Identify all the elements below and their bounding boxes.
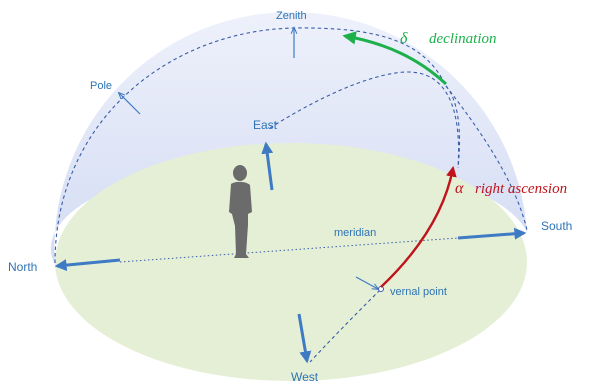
- vernal-point-marker: [378, 286, 384, 292]
- dome-right-edge: [445, 85, 528, 231]
- hour-circle-arc: [445, 85, 460, 169]
- sky-dome: [50, 12, 528, 265]
- north-label: North: [8, 260, 37, 274]
- pole-label: Pole: [90, 80, 112, 92]
- west-arrow: [297, 313, 312, 364]
- declination-symbol: δ: [400, 30, 408, 47]
- right-ascension-label: right ascension: [475, 181, 567, 197]
- observer-figure: [229, 165, 252, 258]
- meridian-arc: [54, 27, 447, 264]
- vernal-point-label: vernal point: [390, 286, 447, 298]
- north-arrow: [54, 258, 121, 272]
- right-ascension-arc: [380, 165, 457, 288]
- south-label: South: [541, 219, 572, 233]
- west-label: West: [291, 370, 319, 384]
- vernal-point-arrow: [355, 276, 378, 289]
- horizon-plane: [55, 143, 527, 381]
- meridian-label: meridian: [334, 227, 376, 239]
- declination-label: declination: [429, 31, 497, 47]
- right-ascension-symbol: α: [455, 180, 464, 197]
- zenith-label: Zenith: [276, 10, 307, 22]
- declination-arc: [342, 31, 448, 86]
- vernal-to-west-line: [309, 289, 381, 363]
- pole-arrow: [119, 93, 141, 115]
- east-arrow: [261, 141, 274, 191]
- meridian-line: [119, 237, 459, 263]
- east-label: East: [253, 118, 278, 132]
- south-arrow: [457, 227, 527, 240]
- celestial-equator-arc: [269, 71, 460, 169]
